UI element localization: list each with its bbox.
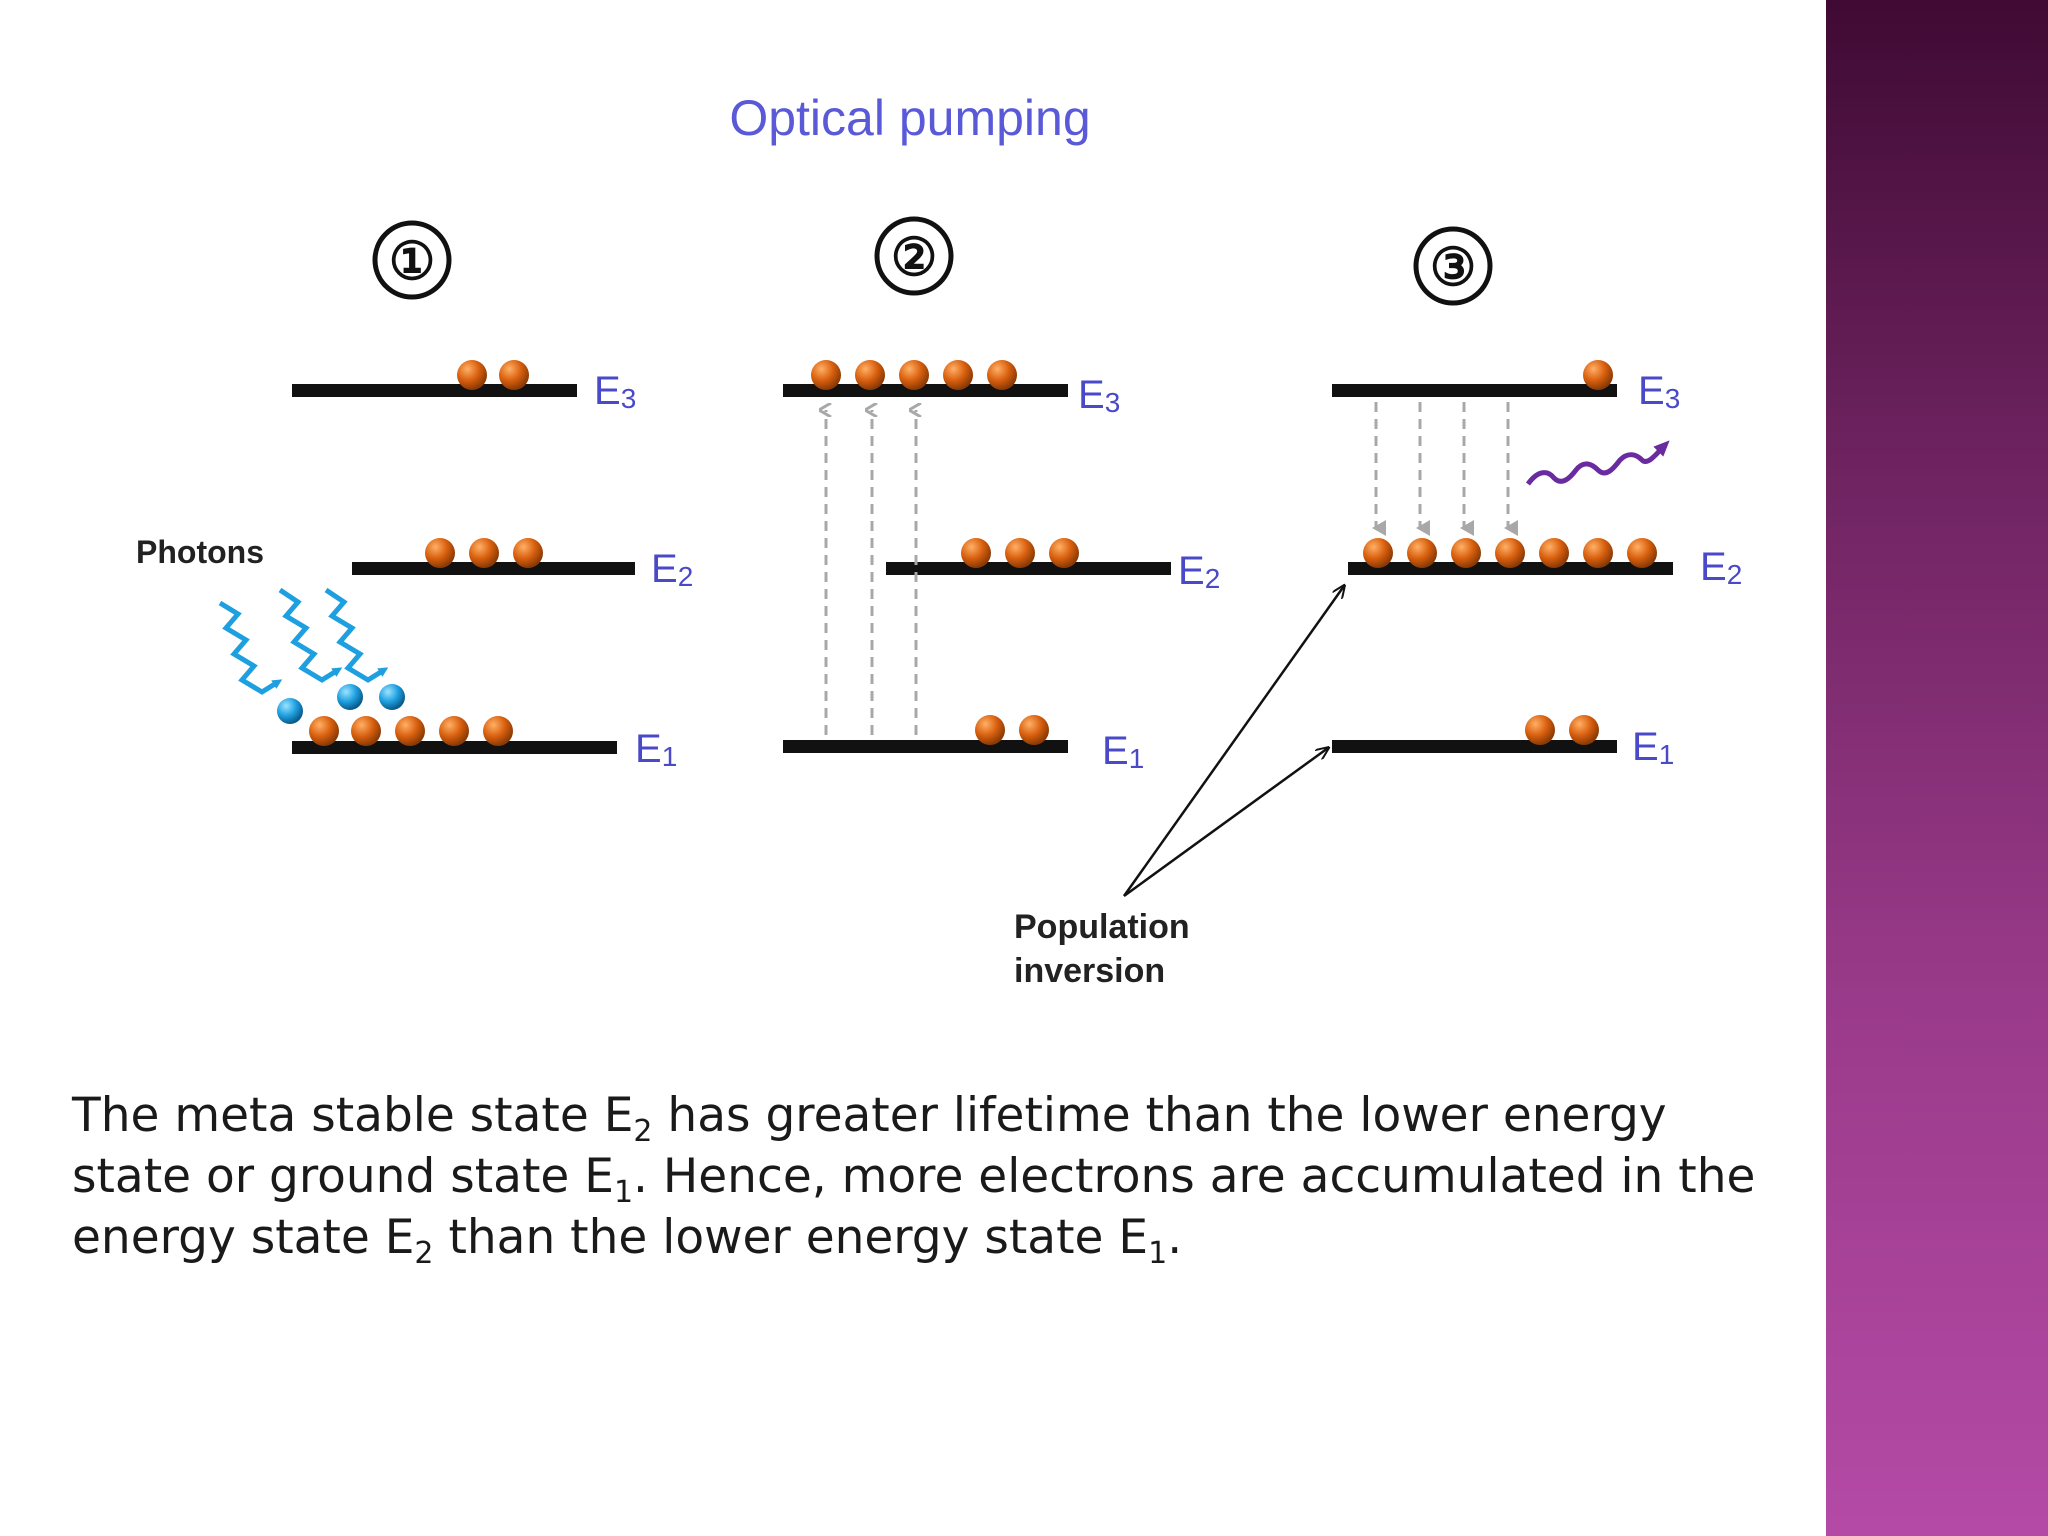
population-inversion-pointer [1123, 748, 1328, 898]
electron [499, 360, 529, 390]
level-e2-label: E2 [1178, 549, 1220, 594]
caption-part: than the lower energy state E [433, 1210, 1149, 1265]
population-inversion-label: inversion [1014, 952, 1165, 990]
photon [379, 684, 405, 710]
electron [1019, 715, 1049, 745]
electron [1363, 538, 1393, 568]
electron [961, 538, 991, 568]
electron [425, 538, 455, 568]
electron [1495, 538, 1525, 568]
caption-subscript: 1 [1148, 1236, 1168, 1271]
electron [855, 360, 885, 390]
electron [899, 360, 929, 390]
level-e3-bar [1332, 384, 1617, 397]
photons-label: Photons [136, 534, 264, 570]
step-2-badge: ② [874, 216, 954, 296]
photon-wave [324, 587, 389, 683]
level-e2-label: E2 [651, 547, 693, 592]
electron [309, 716, 339, 746]
optical-pumping-diagram: Optical pumping ① ② ③ [136, 90, 1742, 990]
electron [987, 360, 1017, 390]
level-e1-label: E1 [1632, 725, 1674, 770]
step-3-badge: ③ [1413, 226, 1493, 306]
diagram-title: Optical pumping [729, 90, 1090, 146]
electron [483, 716, 513, 746]
electron [351, 716, 381, 746]
electron [513, 538, 543, 568]
electron [1583, 538, 1613, 568]
electron [1407, 538, 1437, 568]
emitted-photon-wave [1525, 440, 1670, 486]
panel-2: E3 E2 E1 [783, 360, 1220, 774]
electron [1451, 538, 1481, 568]
caption-part: The meta stable state E [72, 1088, 634, 1143]
panel-1: Photons E3 E2 E1 [136, 360, 693, 772]
electron [943, 360, 973, 390]
step-2-number: ② [891, 229, 938, 287]
decorative-sidebar [1826, 0, 2048, 1536]
caption-subscript: 1 [613, 1175, 634, 1210]
level-e1-bar [1332, 740, 1617, 753]
electron [1583, 360, 1613, 390]
electron [1627, 538, 1657, 568]
level-e3-bar [292, 384, 577, 397]
electron [469, 538, 499, 568]
electron [1049, 538, 1079, 568]
electron [1539, 538, 1569, 568]
electron [1569, 715, 1599, 745]
level-e2-bar [886, 562, 1171, 575]
level-e1-bar [292, 741, 617, 754]
caption-part: has greater lifetime than the lower ener… [72, 1088, 1667, 1204]
electron [975, 715, 1005, 745]
photon [277, 698, 303, 724]
photon-wave [218, 600, 283, 695]
electron [811, 360, 841, 390]
level-e3-label: E3 [1638, 369, 1680, 414]
level-e2-bar [352, 562, 635, 575]
caption-part: . [1167, 1210, 1183, 1265]
step-1-number: ① [389, 233, 436, 291]
step-3-number: ③ [1430, 239, 1477, 297]
electron [395, 716, 425, 746]
caption-part: . Hence, more electrons are accumulated … [72, 1149, 1756, 1265]
level-e1-label: E1 [1102, 729, 1144, 774]
electron [439, 716, 469, 746]
caption-text: The meta stable state E2 has greater lif… [72, 1085, 1792, 1271]
electron [457, 360, 487, 390]
level-e1-label: E1 [635, 727, 677, 772]
population-inversion-label: Population [1014, 908, 1190, 946]
level-e3-label: E3 [1078, 373, 1120, 418]
electron [1525, 715, 1555, 745]
level-e2-label: E2 [1700, 545, 1742, 590]
photon [337, 684, 363, 710]
panel-3: Population inversion E3 E2 E1 [1014, 360, 1742, 990]
caption-subscript: 2 [633, 1114, 653, 1149]
level-e3-label: E3 [594, 369, 636, 414]
electron [1005, 538, 1035, 568]
population-inversion-pointer [1122, 586, 1344, 897]
caption-subscript: 2 [414, 1236, 434, 1271]
photon-wave [278, 587, 343, 683]
step-1-badge: ① [372, 220, 452, 300]
